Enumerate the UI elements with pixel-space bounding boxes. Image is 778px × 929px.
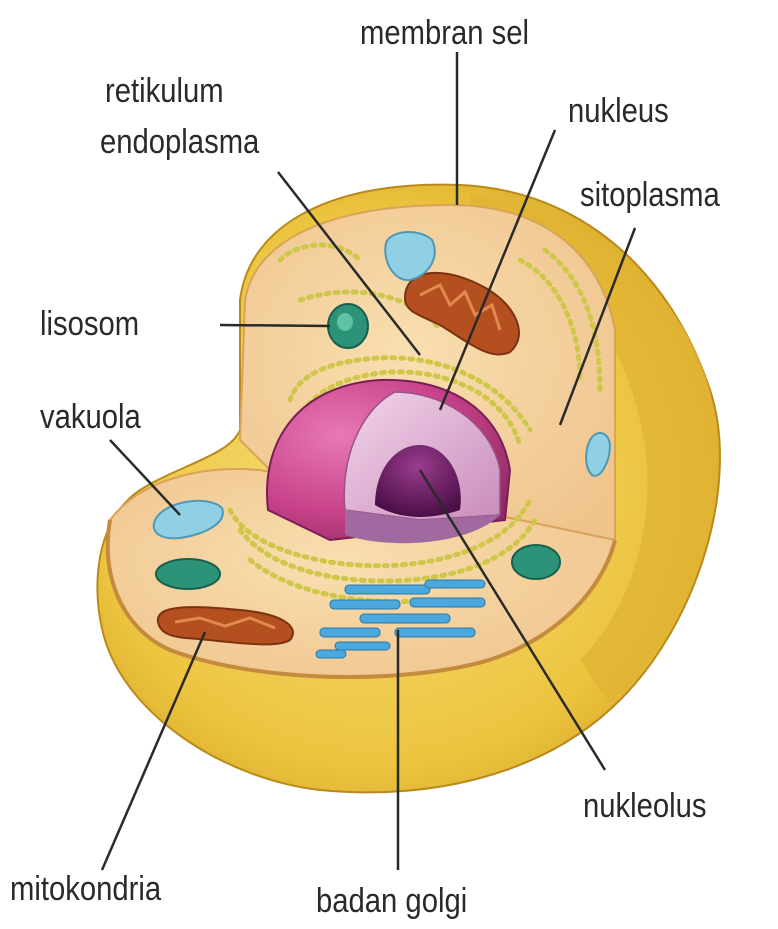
label-retikulum-line2: endoplasma [100, 123, 259, 161]
label-mitokondria: mitokondria [10, 870, 161, 908]
label-membran-sel: membran sel [360, 14, 529, 52]
label-vakuola: vakuola [40, 398, 141, 436]
label-sitoplasma: sitoplasma [580, 176, 720, 214]
label-lisosom: lisosom [40, 305, 139, 343]
label-nukleus: nukleus [568, 92, 669, 130]
leader-lisosom [220, 325, 330, 326]
label-nukleolus: nukleolus [583, 787, 707, 825]
label-badan-golgi: badan golgi [316, 882, 467, 920]
label-retikulum-line1: retikulum [105, 72, 224, 110]
